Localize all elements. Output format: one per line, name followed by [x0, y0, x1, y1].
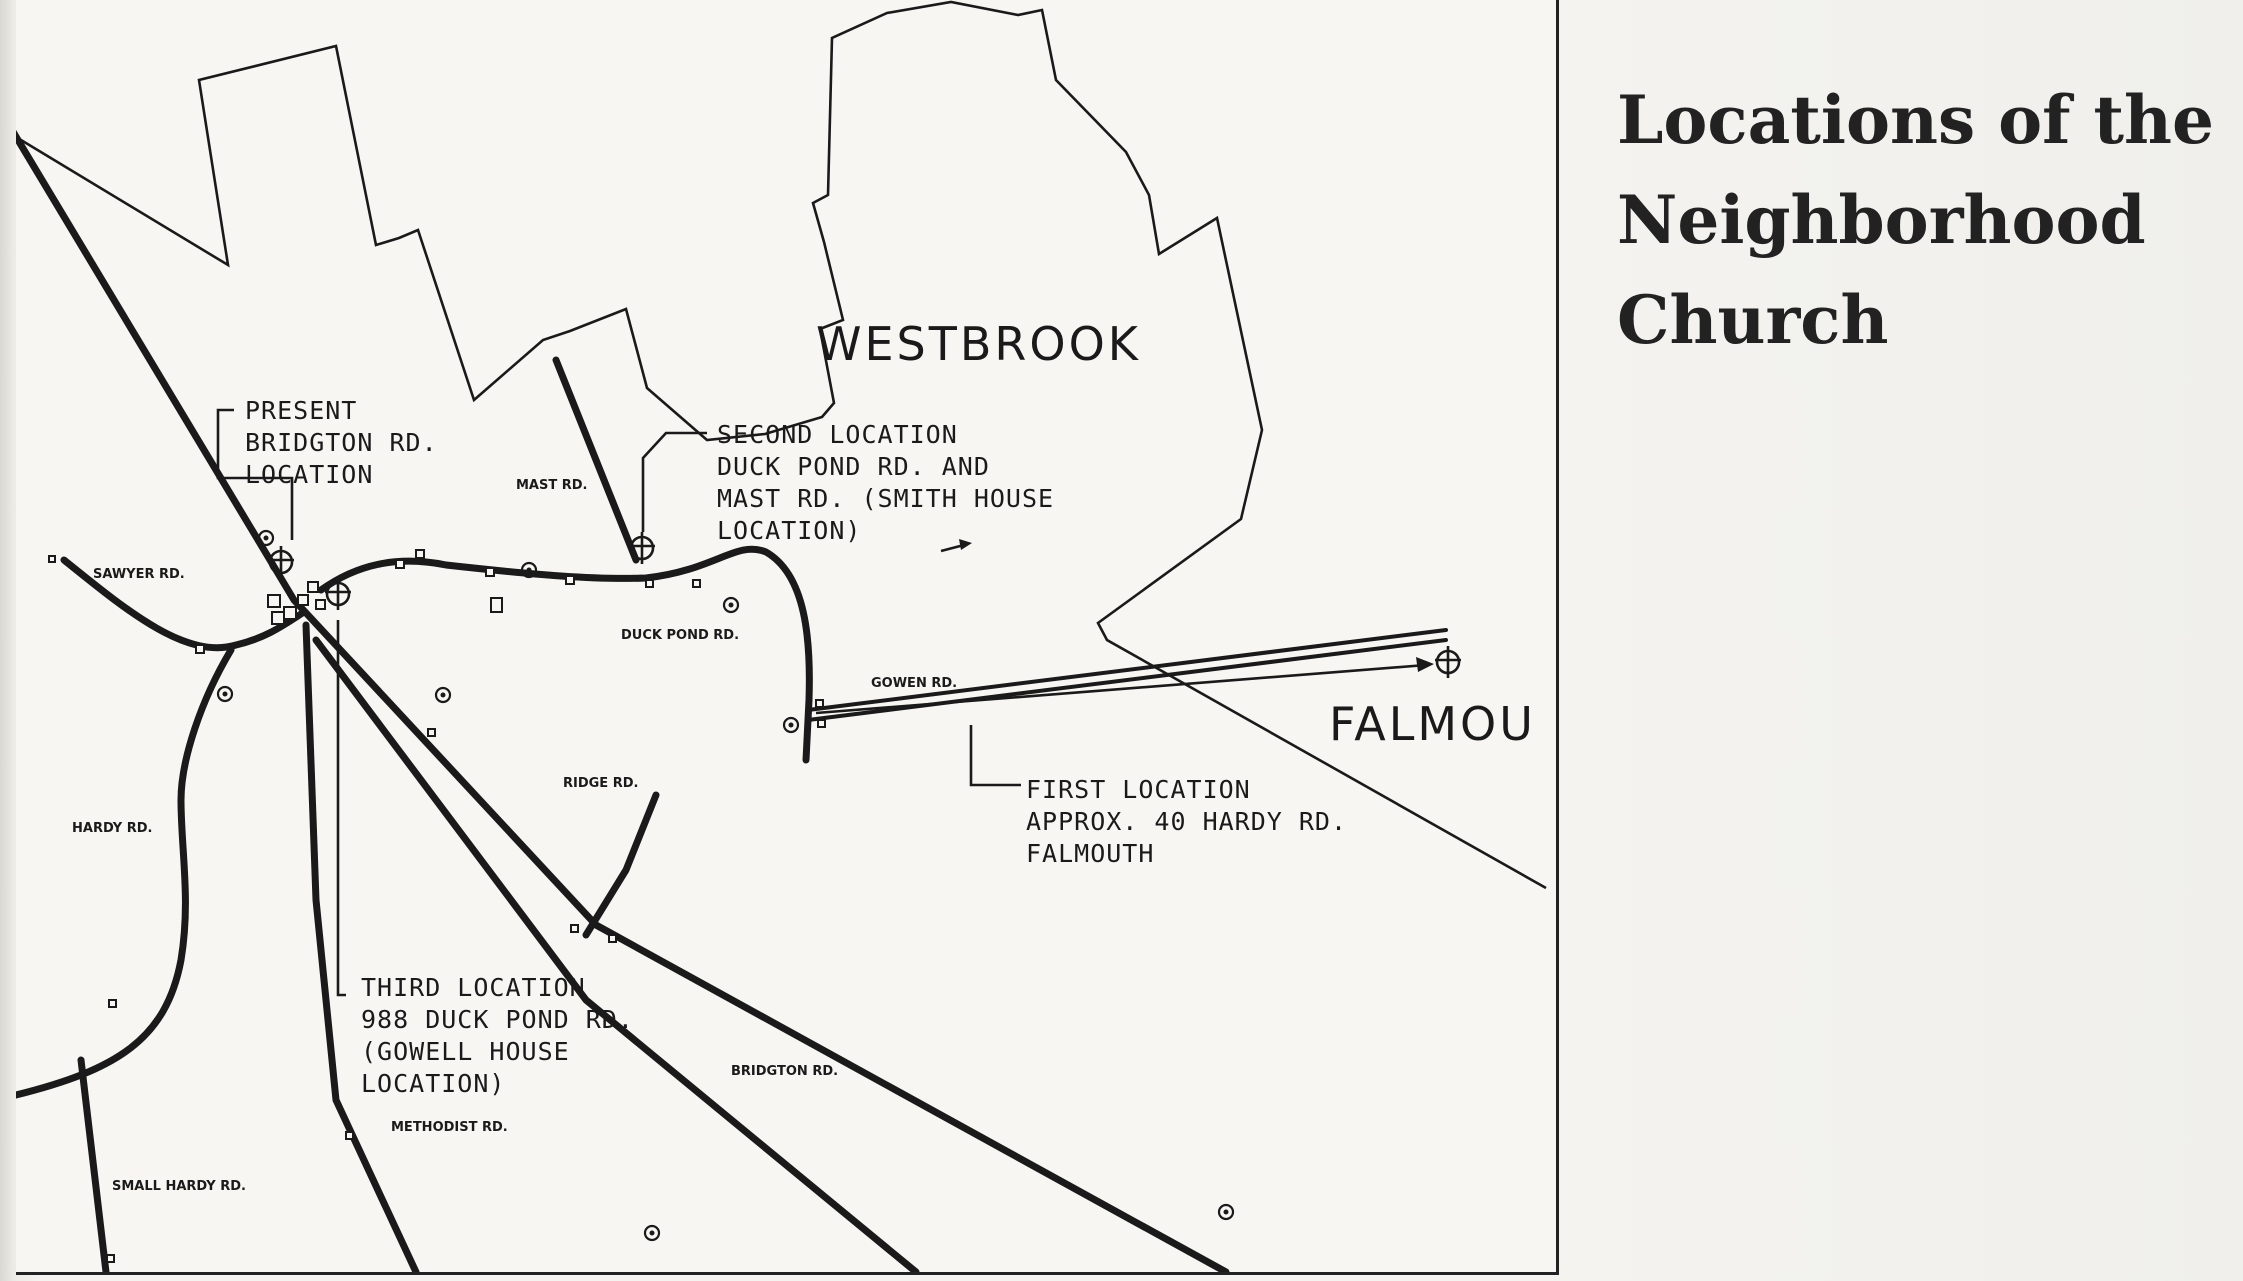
small-hardy-road [77, 1056, 110, 1272]
first-location-line-2: APPROX. 40 HARDY RD. [1026, 807, 1347, 836]
gowen-road [806, 628, 1448, 712]
present-location-label: PRESENT BRIDGTON RD. LOCATION [245, 396, 438, 489]
small-hardy-road-label: SMALL HARDY RD. [112, 1179, 246, 1194]
present-location-line-2: BRIDGTON RD. [245, 428, 438, 457]
gowen-road-label: GOWEN RD. [871, 676, 957, 691]
first-location-line-3: FALMOUTH [1026, 839, 1154, 868]
church-cross-icon-first [1435, 646, 1461, 678]
second-location-label: SECOND LOCATION DUCK POND RD. AND MAST R… [717, 420, 1054, 545]
methodist-road-label: METHODIST RD. [391, 1120, 508, 1135]
present-location-line-1: PRESENT [245, 396, 357, 425]
bridgton-road-label: BRIDGTON RD. [731, 1064, 838, 1079]
second-location-leader [641, 431, 707, 532]
third-location-label: THIRD LOCATION 988 DUCK POND RD. (GOWELL… [361, 973, 634, 1098]
buildings [48, 549, 826, 1263]
ridge-road [582, 791, 660, 939]
survey-marker-icon [782, 716, 800, 734]
duck-pond-road [317, 545, 813, 764]
first-location-arrow [815, 663, 1427, 715]
first-location-line-1: FIRST LOCATION [1026, 775, 1251, 804]
first-location-label: FIRST LOCATION APPROX. 40 HARDY RD. FALM… [1026, 775, 1347, 868]
bridgton-road [16, 129, 1230, 1272]
survey-marker-icon [216, 685, 234, 703]
second-location-arrowhead [959, 539, 972, 550]
title-line-3: Church [1617, 281, 1889, 359]
present-location-line-3: LOCATION [245, 460, 373, 489]
gowen-road-edge [806, 638, 1448, 722]
duck-pond-road-label: DUCK POND RD. [621, 628, 739, 643]
survey-marker-icon [1217, 1203, 1235, 1221]
church-cross-icon-present [268, 546, 294, 578]
title-line-2: Neighborhood [1617, 181, 2146, 259]
ridge-road-label: RIDGE RD. [563, 776, 638, 791]
second-location-line-1: SECOND LOCATION [717, 420, 958, 449]
survey-marker-icon [434, 686, 452, 704]
hardy-road-label: HARDY RD. [72, 821, 152, 836]
map-canvas: WESTBROOK FALMOU SAWYER RD. MAST RD. DUC… [16, 0, 1547, 1272]
methodist-road [312, 636, 920, 1272]
hardy-road [16, 646, 235, 1099]
second-location-arrow [940, 543, 965, 553]
third-location-line-2: 988 DUCK POND RD. [361, 1005, 634, 1034]
falmouth-label: FALMOU [1329, 697, 1536, 751]
second-location-line-2: DUCK POND RD. AND [717, 452, 990, 481]
third-location-line-1: THIRD LOCATION [361, 973, 586, 1002]
second-location-line-4: LOCATION) [717, 516, 861, 545]
westbrook-label: WESTBROOK [816, 317, 1141, 371]
first-location-leader [969, 725, 1021, 787]
westbrook-boundary [16, 0, 1547, 890]
present-location-leader [216, 408, 294, 540]
neighborhood-map: WESTBROOK FALMOU SAWYER RD. MAST RD. DUC… [16, 0, 1559, 1275]
survey-marker-icon [257, 529, 275, 547]
mast-road [552, 356, 640, 564]
page-title: Locations of the Neighborhood Church [1617, 70, 2217, 370]
survey-marker-icon [722, 596, 740, 614]
sawyer-road-label: SAWYER RD. [93, 567, 185, 582]
survey-marker-icons [216, 529, 1235, 1242]
third-location-line-3: (GOWELL HOUSE [361, 1037, 570, 1066]
first-location-arrowhead [1416, 657, 1434, 672]
mast-road-label: MAST RD. [516, 478, 588, 493]
third-location-leader [336, 620, 346, 997]
church-cross-icon-second [629, 532, 655, 564]
third-location-line-4: LOCATION) [361, 1069, 505, 1098]
hardy-branch-road [302, 621, 420, 1272]
survey-marker-icon [520, 561, 538, 579]
second-location-line-3: MAST RD. (SMITH HOUSE [717, 484, 1054, 513]
church-cross-icon-third [325, 578, 351, 610]
sawyer-road [60, 556, 308, 652]
survey-marker-icon [643, 1224, 661, 1242]
title-line-1: Locations of the [1617, 81, 2214, 159]
